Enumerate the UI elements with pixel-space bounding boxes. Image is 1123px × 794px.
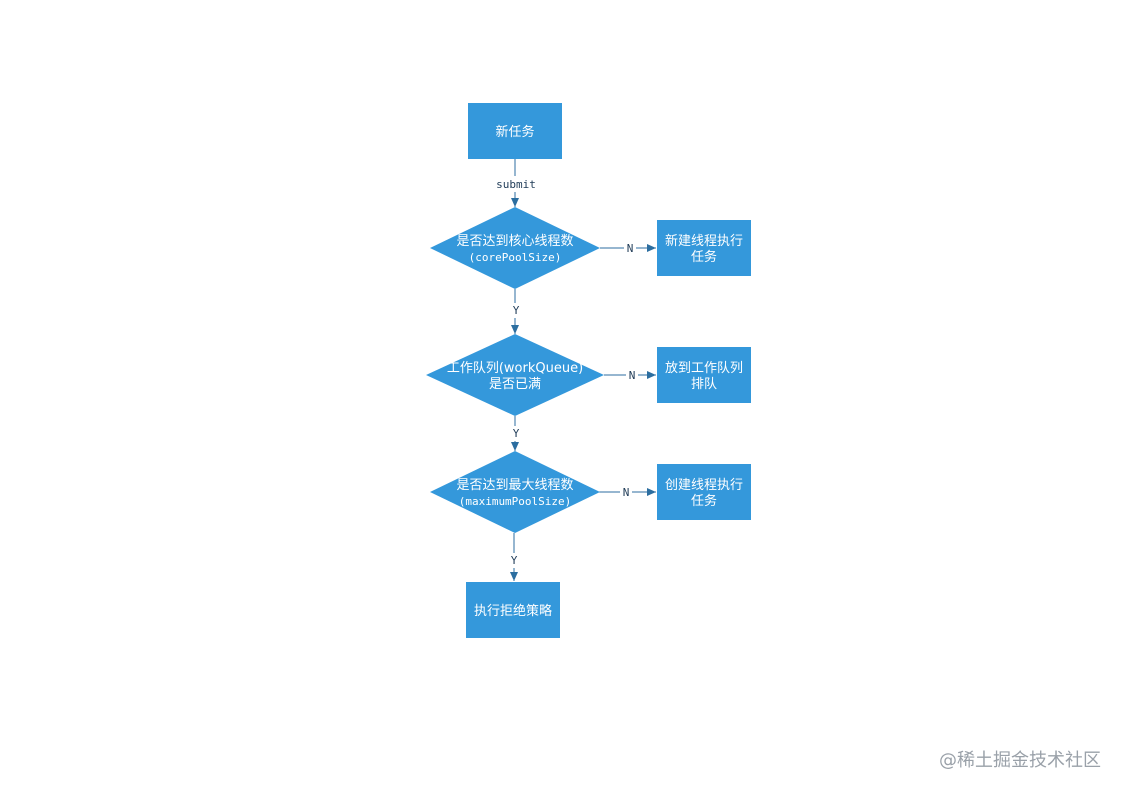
- action-enqueue-label-line1: 放到工作队列: [665, 361, 743, 376]
- edge-label-queue-yes: Y: [513, 427, 520, 440]
- edge-label-submit: submit: [496, 178, 536, 191]
- decision-queue-diamond: [426, 334, 604, 416]
- reject-policy-node: 执行拒绝策略: [466, 582, 560, 638]
- start-task-box: [468, 103, 562, 159]
- action-enqueue-label-line2: 排队: [691, 377, 717, 392]
- edge-label-max-no: N: [623, 486, 630, 499]
- decision-queue-node: 工作队列(workQueue) 是否已满: [426, 334, 604, 416]
- decision-max-pool-node: 是否达到最大线程数 (maximumPoolSize): [430, 451, 600, 533]
- action-create-thread-node: 创建线程执行 任务: [657, 464, 751, 520]
- action-new-thread-node: 新建线程执行 任务: [657, 220, 751, 276]
- decision-core-pool-node: 是否达到核心线程数 (corePoolSize): [430, 207, 600, 289]
- action-create-thread-label-line1: 创建线程执行: [665, 478, 743, 493]
- reject-policy-box: [466, 582, 560, 638]
- decision-max-pool-param: (maximumPoolSize): [459, 495, 572, 508]
- decision-core-pool-label: 是否达到核心线程数: [456, 234, 573, 249]
- decision-core-pool-diamond: [430, 207, 600, 289]
- watermark: @稀土掘金技术社区: [939, 750, 1101, 771]
- decision-core-pool-param: (corePoolSize): [469, 251, 562, 264]
- edge-label-max-yes: Y: [511, 554, 518, 567]
- reject-policy-label: 执行拒绝策略: [474, 603, 552, 619]
- edge-label-core-yes: Y: [513, 304, 520, 317]
- action-new-thread-label-line1: 新建线程执行: [665, 233, 743, 249]
- decision-queue-label-line2: 是否已满: [489, 377, 541, 392]
- edge-label-queue-no: N: [629, 369, 636, 382]
- start-task-node: 新任务: [468, 103, 562, 159]
- action-new-thread-box: [657, 220, 751, 276]
- edge-label-core-no: N: [627, 242, 634, 255]
- action-new-thread-label-line2: 任务: [691, 249, 717, 265]
- action-create-thread-box: [657, 464, 751, 520]
- action-create-thread-label-line2: 任务: [691, 493, 717, 509]
- action-enqueue-node: 放到工作队列 排队: [657, 347, 751, 403]
- action-enqueue-box: [657, 347, 751, 403]
- decision-queue-label-line1: 工作队列(workQueue): [447, 361, 583, 376]
- decision-max-pool-diamond: [430, 451, 600, 533]
- decision-max-pool-label: 是否达到最大线程数: [456, 478, 573, 493]
- start-task-label: 新任务: [495, 124, 534, 140]
